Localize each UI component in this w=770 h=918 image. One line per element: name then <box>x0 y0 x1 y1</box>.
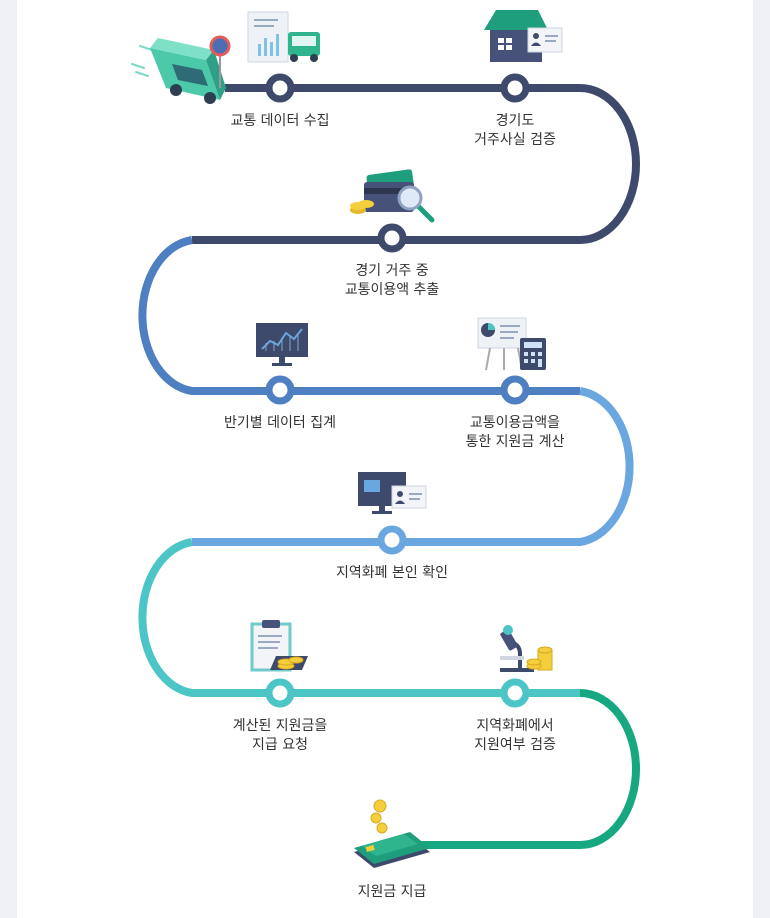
node-1 <box>265 73 295 103</box>
node-5 <box>500 375 530 405</box>
step-label-6-line-1: 지역화폐 본인 확인 <box>336 565 448 581</box>
board-calculator-icon <box>477 317 546 371</box>
step-label-2-line-1: 경기도 <box>495 113 535 129</box>
path-segment-2 <box>138 236 580 395</box>
node-6 <box>377 525 407 555</box>
step-label-8-line-1: 지역화폐에서 <box>476 718 554 734</box>
step-label-9: 지원금 지급 <box>358 883 427 902</box>
step-label-8-line-2: 지원여부 검증 <box>474 737 556 753</box>
step-label-8: 지역화폐에서 지원여부 검증 <box>474 717 556 755</box>
step-label-3-line-2: 교통이용액 추출 <box>344 282 440 298</box>
node-4 <box>265 375 295 405</box>
step-label-4-line-1: 반기별 데이터 집계 <box>224 415 336 431</box>
step-label-2: 경기도 거주사실 검증 <box>474 112 556 150</box>
step-label-9-line-1: 지원금 지급 <box>357 884 427 900</box>
node-3 <box>377 223 407 253</box>
path-segment-3 <box>192 387 634 546</box>
step-label-4: 반기별 데이터 집계 <box>224 414 336 433</box>
step-label-5-line-2: 통한 지원금 계산 <box>465 434 565 450</box>
step-label-7-line-2: 지급 요청 <box>252 737 308 753</box>
node-7 <box>265 678 295 708</box>
step-label-3: 경기 거주 중 교통이용액 추출 <box>345 262 440 300</box>
step-label-7: 계산된 지원금을 지급 요청 <box>233 717 328 755</box>
card-search-icon <box>350 169 435 223</box>
node-8 <box>500 678 530 708</box>
path-segment-4 <box>138 538 580 697</box>
step-label-7-line-1: 계산된 지원금을 <box>232 718 328 734</box>
path-segment-5 <box>420 689 640 849</box>
monitor-id-icon <box>358 472 427 514</box>
wallet-coins-icon <box>354 799 430 868</box>
step-label-5: 교통이용금액을 통한 지원금 계산 <box>465 414 564 452</box>
house-id-icon <box>484 10 563 62</box>
step-label-5-line-1: 교통이용금액을 <box>469 415 561 431</box>
clipboard-coins-icon <box>250 620 308 672</box>
step-label-3-line-1: 경기 거주 중 <box>355 263 429 279</box>
step-label-1: 교통 데이터 수집 <box>230 112 329 131</box>
microscope-coins-icon <box>500 625 553 672</box>
step-label-2-line-2: 거주사실 검증 <box>474 132 556 148</box>
bus-data-icon <box>131 11 320 104</box>
path-segment-1 <box>192 84 640 244</box>
monitor-chart-icon <box>256 323 308 366</box>
node-2 <box>500 73 530 103</box>
step-label-1-line-1: 교통 데이터 수집 <box>230 113 330 129</box>
step-label-6: 지역화폐 본인 확인 <box>336 564 448 583</box>
